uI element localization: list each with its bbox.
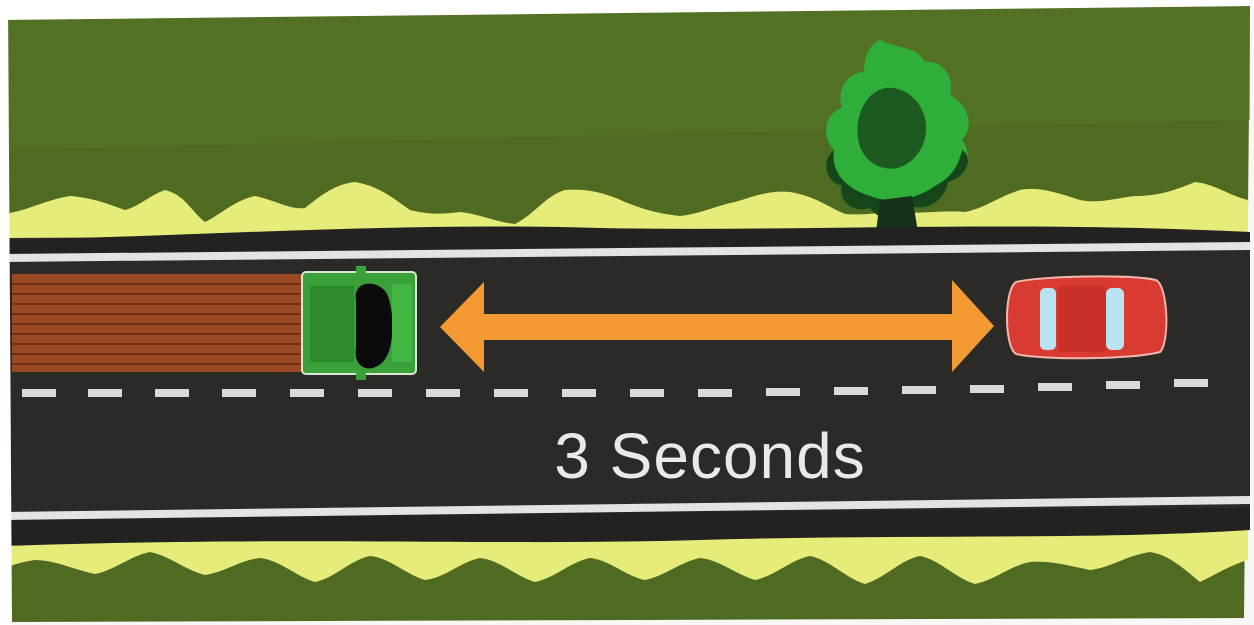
lane-dash: [766, 388, 800, 396]
car-rear-window: [1040, 288, 1056, 350]
lane-dash: [834, 387, 868, 395]
truck-mirror: [356, 372, 366, 380]
distance-arrow-shaft: [478, 314, 958, 340]
lane-dash: [1038, 383, 1072, 391]
distance-caption: 3 Seconds: [554, 420, 865, 492]
lane-dash: [562, 389, 596, 397]
lane-dash: [494, 389, 528, 397]
truck-windshield: [356, 284, 393, 369]
lane-dash: [358, 389, 392, 397]
lane-dash: [630, 389, 664, 397]
car-windshield: [1106, 288, 1124, 350]
lane-dash: [426, 389, 460, 397]
truck-cab-roof: [310, 286, 354, 362]
lane-dash: [222, 389, 256, 397]
lane-dash: [88, 389, 122, 397]
car: [1007, 276, 1166, 358]
tree-trunk-shadow: [876, 196, 918, 232]
truck-hood: [392, 284, 412, 362]
car-hood: [1126, 286, 1156, 352]
lane-dash: [970, 385, 1004, 393]
truck-mirror: [356, 266, 366, 274]
lane-dash: [698, 389, 732, 397]
lane-dash: [902, 386, 936, 394]
car-roof: [1058, 286, 1106, 352]
truck: [12, 266, 416, 380]
lane-dash: [290, 389, 324, 397]
lane-dash: [155, 389, 189, 397]
lane-dash: [22, 389, 56, 397]
lane-dash: [1106, 381, 1140, 389]
lane-dash: [1174, 379, 1208, 387]
